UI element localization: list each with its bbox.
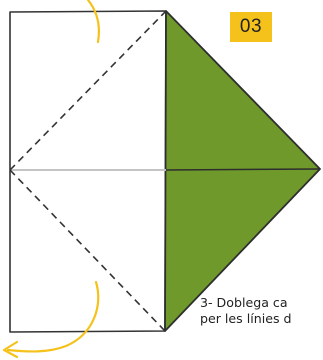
step-number-badge: 03 xyxy=(230,12,272,42)
fold-arrow-bottom-icon xyxy=(2,280,100,359)
fold-arrow-top-icon xyxy=(86,0,100,44)
dashed-fold-line-bottom xyxy=(9,169,166,332)
dashed-fold-line-top xyxy=(9,10,167,171)
instruction-line-1: 3- Doblega ca xyxy=(200,295,288,310)
paper-square xyxy=(9,10,167,333)
green-crease-line xyxy=(165,168,321,171)
folded-triangle-green xyxy=(164,10,321,332)
instruction-text: 3- Doblega ca per les línies d xyxy=(200,295,323,327)
instruction-line-2: per les línies d xyxy=(200,311,292,326)
